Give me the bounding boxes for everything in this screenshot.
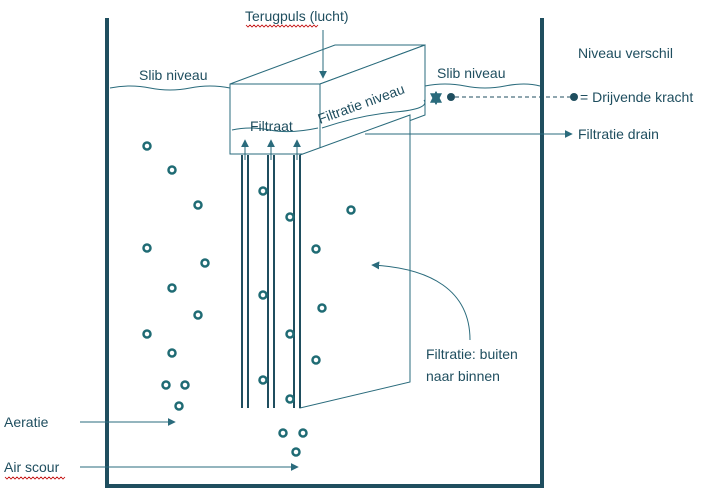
label-driving-force: = Drijvende kracht — [580, 89, 693, 105]
driving-force-dot-right — [570, 93, 578, 101]
air-bubbles — [142, 141, 356, 457]
bubble — [291, 447, 301, 457]
bubble — [167, 348, 177, 358]
bubble — [278, 428, 288, 438]
bubble — [258, 290, 268, 300]
filtrate-level-wave — [231, 127, 319, 133]
bubble — [193, 200, 203, 210]
label-aeration: Aeratie — [4, 414, 49, 430]
bubble — [311, 244, 321, 254]
bubble — [285, 212, 295, 222]
label-filtrate: Filtraat — [250, 118, 293, 134]
bubble — [258, 375, 268, 385]
bubble — [142, 243, 152, 253]
label-filtration-drain: Filtratie drain — [578, 126, 659, 142]
label-backpulse: Terugpuls (lucht) — [245, 8, 349, 24]
filtration-level-wave — [321, 99, 426, 129]
bubble — [142, 329, 152, 339]
label-filtration-line2: naar binnen — [426, 368, 500, 384]
filtration-curved-arrow — [371, 261, 471, 341]
sludge-level-line-right — [424, 83, 541, 89]
bubble — [174, 401, 184, 411]
bubble — [311, 355, 321, 365]
bubble — [180, 380, 190, 390]
bubble — [258, 186, 268, 196]
spellcheck-underline-air-scour — [4, 476, 66, 480]
bubble — [193, 310, 203, 320]
bubble — [167, 165, 177, 175]
bubble — [200, 258, 210, 268]
label-filtration-line1: Filtratie: buiten — [426, 346, 518, 362]
bubble — [285, 394, 295, 404]
bubble — [161, 380, 171, 390]
spellcheck-underline-backpulse — [245, 24, 319, 28]
label-air-scour: Air scour — [4, 459, 60, 475]
label-level-difference: Niveau verschil — [578, 45, 673, 61]
bubble — [285, 329, 295, 339]
bubble — [298, 428, 308, 438]
label-sludge-level-left: Slib niveau — [139, 67, 208, 83]
bubble — [346, 205, 356, 215]
sludge-level-line-left — [109, 85, 231, 91]
bubble — [142, 141, 152, 151]
module-side-face — [319, 44, 426, 155]
bubble — [317, 303, 327, 313]
driving-force-dot-left — [447, 93, 455, 101]
label-sludge-level-right: Slib niveau — [437, 65, 506, 81]
bubble — [167, 283, 177, 293]
